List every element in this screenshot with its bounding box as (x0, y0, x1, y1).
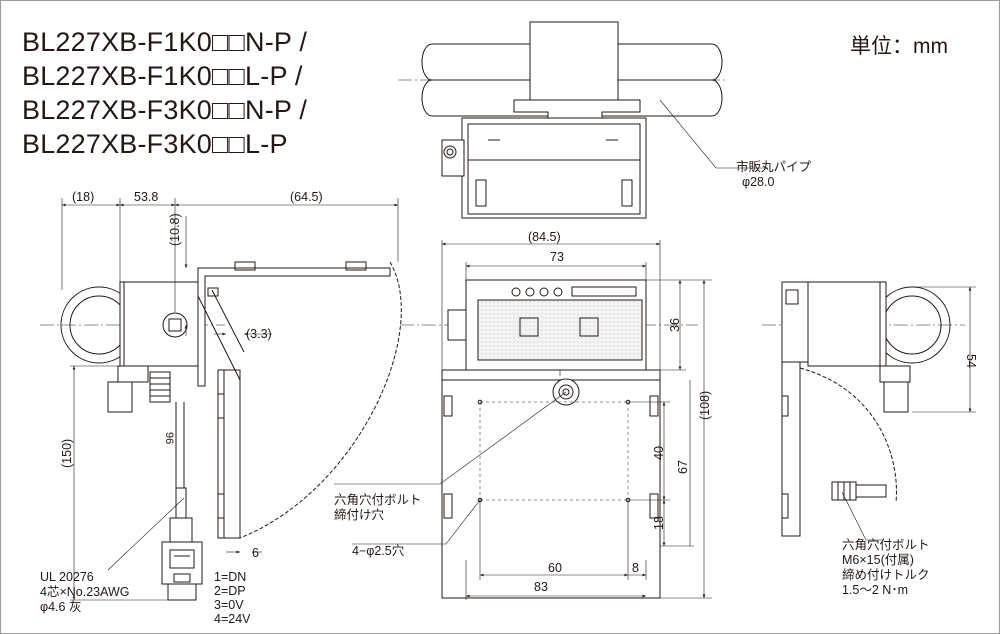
dim-150: (150) (60, 438, 74, 468)
model-title-line-3: BL227XB-F3K0□□N-P / (22, 95, 308, 125)
dim-60: 60 (548, 561, 562, 575)
dim-96: 96 (163, 432, 175, 445)
model-title-line-2: BL227XB-F1K0□□L-P / (22, 61, 303, 91)
dim-10-8: (10.8) (168, 213, 182, 246)
pipe-callout-line-2: φ28.0 (742, 175, 775, 189)
dim-108: (108) (698, 390, 712, 420)
pin-2-label: 2=DP (214, 584, 246, 598)
pipe-callout-line-1: 市販丸パイプ (736, 160, 812, 174)
dim-53-8: 53.8 (134, 190, 159, 204)
model-title-line-1: BL227XB-F1K0□□N-P / (22, 27, 308, 57)
bolt-hole-callout-line-2: 締付け穴 (334, 508, 385, 522)
pin-3-label: 3=0V (214, 598, 244, 612)
front-view (400, 279, 698, 599)
dim-64-5: (64.5) (290, 190, 323, 204)
unit-label: 単位：mm (850, 35, 948, 58)
dim-6: 6 (252, 546, 259, 560)
bolt-spec-line-2: M6×15(付属) (842, 553, 914, 567)
right-side-view (762, 281, 965, 537)
pin-1-label: 1=DN (214, 570, 247, 584)
left-side-view (40, 261, 402, 601)
dim-83: 83 (534, 580, 548, 594)
bolt-hole-callout-line-1: 六角穴付ボルト (334, 493, 422, 507)
top-view (398, 21, 728, 219)
pin-4-label: 4=24V (214, 612, 251, 626)
dim-67: 67 (676, 460, 690, 474)
dim-18: (18) (72, 190, 95, 204)
dim-84-5: (84.5) (528, 230, 561, 244)
leader-lines (107, 99, 884, 571)
cable-spec-line-2: 4芯×No.23AWG (40, 585, 130, 599)
dim-73: 73 (550, 250, 564, 264)
dim-8: 8 (632, 561, 639, 575)
bolt-spec-line-4: 1.5〜2 N･m (842, 583, 908, 597)
dim-54: 54 (964, 354, 978, 368)
cable-spec-line-3: φ4.6 灰 (40, 600, 82, 614)
model-title-line-4: BL227XB-F3K0□□L-P (22, 129, 288, 159)
dim-3-3: (3.3) (246, 327, 272, 341)
dim-18-bottom: 18 (652, 516, 666, 530)
dim-40: 40 (652, 446, 666, 460)
mount-holes-callout: 4−φ2.5穴 (352, 544, 405, 558)
bolt-spec-line-3: 締め付けトルク (842, 568, 930, 582)
dimension-lines (61, 198, 976, 601)
bolt-spec-line-1: 六角穴付ボルト (842, 538, 930, 552)
dim-36: 36 (668, 318, 682, 332)
cable-spec-line-1: UL 20276 (40, 570, 94, 584)
